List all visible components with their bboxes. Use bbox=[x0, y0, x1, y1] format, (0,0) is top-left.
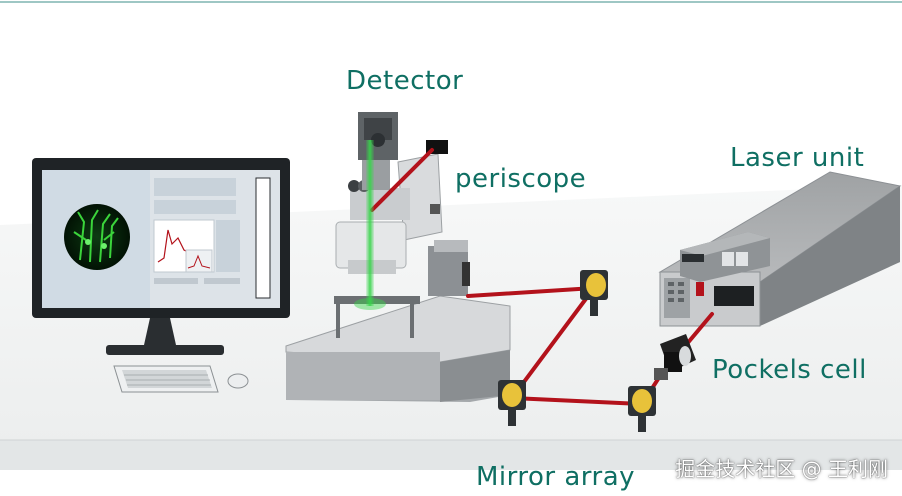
mirror-mount-icon bbox=[580, 270, 608, 316]
mouse-icon bbox=[227, 373, 249, 389]
mirror-mount-icon bbox=[498, 380, 526, 426]
keyboard-icon bbox=[113, 365, 219, 393]
pockels-cell-label: Pockels cell bbox=[712, 355, 867, 385]
detector-label: Detector bbox=[346, 66, 464, 96]
laser-unit-icon bbox=[658, 171, 902, 327]
periscope-label: periscope bbox=[455, 164, 587, 194]
monitor-icon bbox=[32, 158, 290, 355]
neuron-image bbox=[73, 209, 119, 263]
watermark: 掘金技术社区 @ 王利刚 bbox=[675, 457, 888, 481]
pockels-cell-icon bbox=[654, 334, 696, 380]
laser-unit-label: Laser unit bbox=[730, 143, 865, 173]
mirror-array-label: Mirror array bbox=[476, 462, 636, 492]
fluorescence-beam bbox=[354, 140, 386, 310]
laser-beam-path bbox=[370, 148, 714, 406]
mirror-mount-icon bbox=[628, 386, 656, 432]
